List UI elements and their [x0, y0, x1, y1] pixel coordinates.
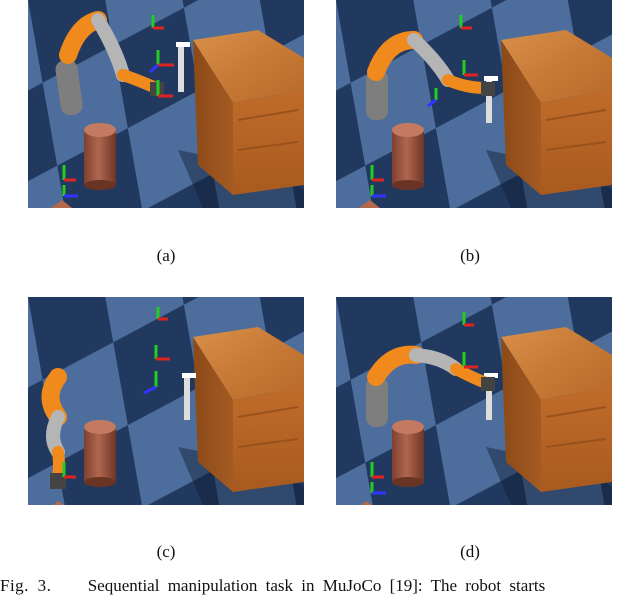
robot-arm	[55, 11, 164, 116]
subfigure-label-a: (a)	[156, 246, 176, 265]
cylinder-obstacle	[84, 420, 116, 487]
coordinate-frames	[62, 307, 170, 479]
drawer-handle	[484, 373, 498, 420]
robot-arm	[41, 368, 67, 489]
figure-panel-b	[336, 0, 612, 208]
figure-panel-c	[28, 297, 304, 505]
wooden-cabinet	[193, 327, 304, 492]
coordinate-frames	[370, 312, 478, 495]
small-block	[358, 200, 380, 208]
wooden-cabinet	[501, 327, 612, 492]
figure-panel-a	[28, 0, 304, 208]
figure-panel-d	[336, 297, 612, 505]
subfigure-label-c: (c)	[156, 542, 176, 561]
figure-number: Fig. 3.	[0, 576, 52, 595]
drawer-handle	[182, 373, 196, 420]
small-block	[361, 501, 372, 505]
small-block	[53, 501, 64, 505]
subfigure-label-d: (d)	[460, 542, 480, 561]
robot-arm	[366, 31, 495, 120]
coordinate-frames	[370, 15, 478, 198]
cylinder-obstacle	[392, 420, 424, 487]
subfigure-label-b: (b)	[460, 246, 480, 265]
small-block	[50, 200, 72, 208]
drawer-handle	[176, 42, 190, 92]
coordinate-frames	[62, 15, 174, 198]
figure-caption: Fig. 3. Sequential manipulation task in …	[0, 576, 640, 596]
cylinder-obstacle	[84, 123, 116, 190]
cylinder-obstacle	[392, 123, 424, 190]
robot-arm	[366, 345, 495, 427]
wooden-cabinet	[501, 30, 612, 195]
caption-text: Sequential manipulation task in MuJoCo […	[87, 576, 546, 595]
wooden-cabinet	[193, 30, 304, 195]
drawer-handle	[484, 76, 498, 123]
